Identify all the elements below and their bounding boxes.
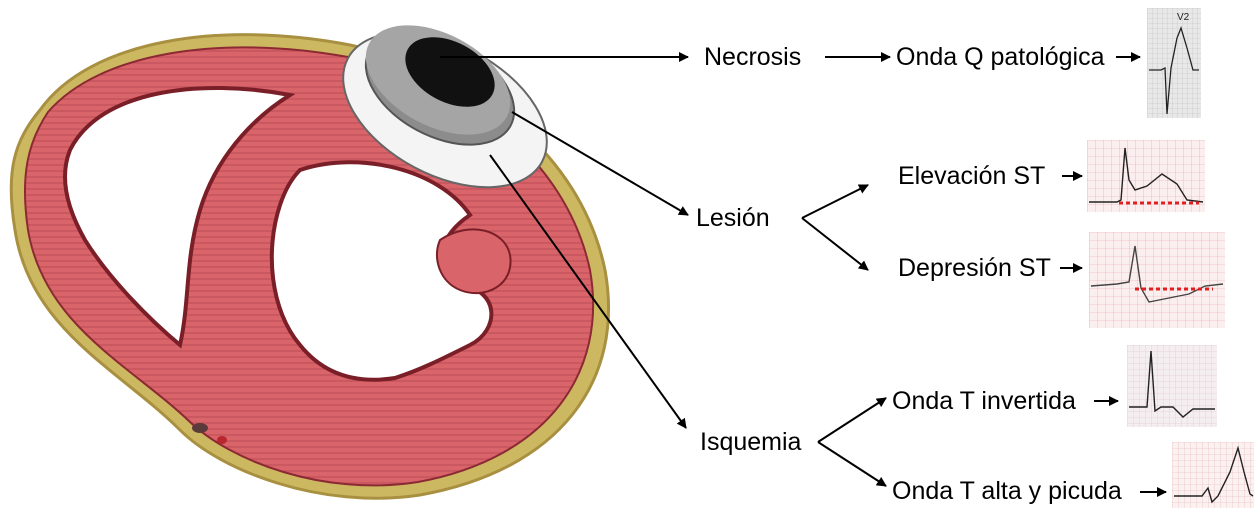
arrow-icon xyxy=(802,218,868,270)
ecg-strip-t-inverted xyxy=(1127,345,1217,427)
label-depresion-st: Depresión ST xyxy=(898,256,1051,281)
arrow-icon xyxy=(512,112,688,215)
ecg-strip-st-elevation xyxy=(1087,140,1205,212)
label-onda-t-invertida: Onda T invertida xyxy=(892,389,1076,414)
arrow-icon xyxy=(818,442,886,486)
label-onda-t-alta-picuda: Onda T alta y picuda xyxy=(892,479,1122,504)
label-elevacion-st: Elevación ST xyxy=(898,164,1045,189)
ecg-strip-q-wave: V2 xyxy=(1147,8,1201,118)
label-isquemia: Isquemia xyxy=(700,430,801,455)
ecg-lead-label: V2 xyxy=(1177,12,1190,23)
label-onda-q-patologica: Onda Q patológica xyxy=(896,45,1104,70)
ecg-strip-st-depression xyxy=(1089,232,1225,328)
label-necrosis: Necrosis xyxy=(704,45,801,70)
arrow-icon xyxy=(802,185,868,218)
arrow-icon xyxy=(818,398,886,442)
label-lesion: Lesión xyxy=(696,206,770,231)
ecg-strip-t-peaked xyxy=(1172,442,1254,508)
